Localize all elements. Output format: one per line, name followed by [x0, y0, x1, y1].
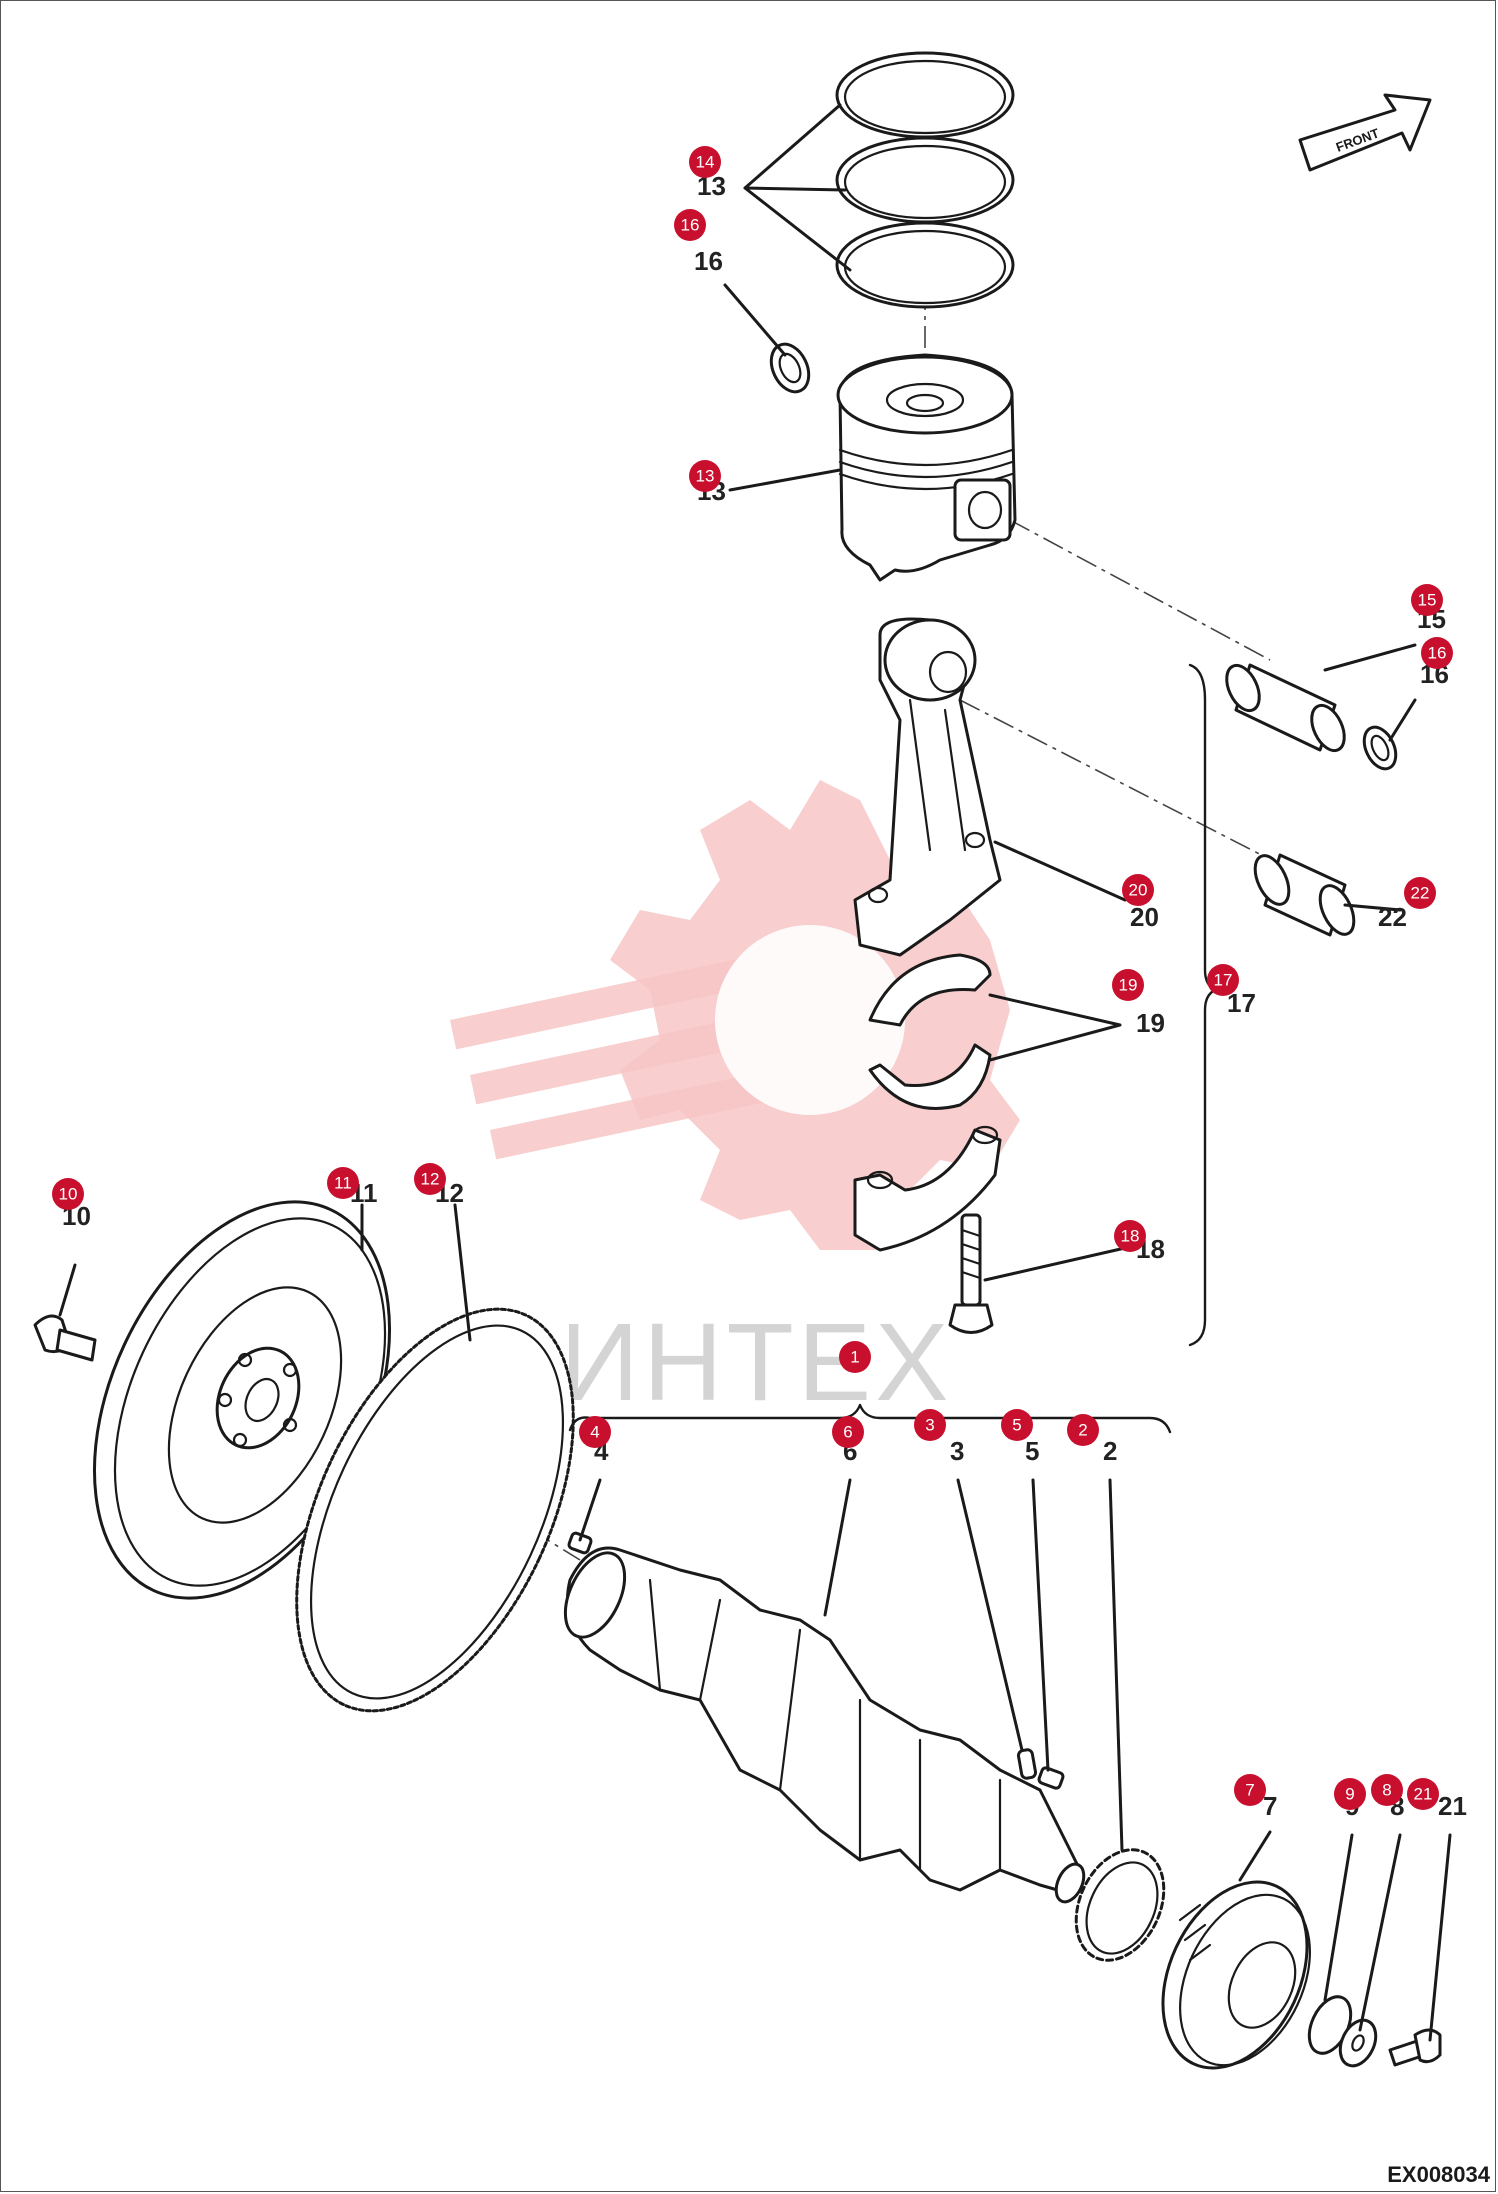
snap-ring-left: [769, 342, 811, 394]
svg-text:15: 15: [1418, 591, 1437, 610]
snap-ring-right: [1362, 725, 1398, 771]
svg-text:13: 13: [696, 467, 715, 486]
callout-bubble-12[interactable]: 12: [414, 1163, 446, 1195]
svg-text:5: 5: [1012, 1416, 1021, 1435]
callout-bubble-19[interactable]: 19: [1112, 969, 1144, 1001]
svg-text:9: 9: [1345, 1785, 1354, 1804]
svg-text:16: 16: [1428, 644, 1447, 663]
callout-bubble-22[interactable]: 22: [1404, 877, 1436, 909]
callout-bubble-13[interactable]: 13: [689, 460, 721, 492]
flywheel-bolt: [33, 1314, 97, 1362]
pulley-bolt: [1388, 2028, 1442, 2067]
callout-bubble-16-right[interactable]: 16: [1421, 637, 1453, 669]
front-arrow: FRONT: [1298, 93, 1432, 172]
part-number-22: 22: [1378, 902, 1407, 932]
connecting-rod-bolt: [948, 1213, 994, 1334]
svg-text:21: 21: [1414, 1785, 1433, 1804]
callout-bubble-6[interactable]: 6: [832, 1416, 864, 1448]
callout-bubble-1[interactable]: 1: [839, 1341, 871, 1373]
part-number-5: 5: [1025, 1436, 1039, 1466]
part-number-2: 2: [1103, 1436, 1117, 1466]
drawing-code: EX008034: [1387, 2162, 1490, 2187]
callout-bubble-7[interactable]: 7: [1234, 1774, 1266, 1806]
svg-text:18: 18: [1121, 1227, 1140, 1246]
piston-ring-middle: [835, 136, 1015, 224]
washer: [1338, 2018, 1378, 2068]
svg-text:20: 20: [1129, 881, 1148, 900]
svg-text:4: 4: [590, 1423, 599, 1442]
brace-conrod-assembly: [1188, 663, 1217, 1347]
svg-text:2: 2: [1078, 1421, 1087, 1440]
piston-pin: [1225, 663, 1346, 753]
connecting-rod-cap: [853, 1125, 1002, 1252]
bearing-shell-upper: [868, 953, 992, 1027]
callout-bubble-20[interactable]: 20: [1122, 874, 1154, 906]
svg-text:19: 19: [1119, 976, 1138, 995]
connecting-rod: [853, 617, 1002, 957]
callout-bubble-4[interactable]: 4: [579, 1416, 611, 1448]
svg-text:14: 14: [696, 153, 715, 172]
watermark-hole: [715, 925, 905, 1115]
piston-ring-oil: [835, 221, 1015, 309]
watermark-bar-3: [489, 1063, 810, 1160]
part-number-19: 19: [1136, 1008, 1165, 1038]
callout-bubble-5[interactable]: 5: [1001, 1409, 1033, 1441]
part-number-16-left: 16: [694, 246, 723, 276]
callout-bubble-2[interactable]: 2: [1067, 1414, 1099, 1446]
svg-text:1: 1: [850, 1348, 859, 1367]
crankshaft-gear: [1074, 1848, 1166, 1962]
piston-ring-top: [835, 51, 1015, 139]
svg-text:12: 12: [421, 1170, 440, 1189]
piston: [836, 353, 1017, 582]
crankshaft: [563, 1546, 1086, 1904]
part-number-20: 20: [1130, 902, 1159, 932]
svg-text:8: 8: [1382, 1781, 1391, 1800]
svg-text:6: 6: [843, 1423, 852, 1442]
leader-lines: [58, 103, 1452, 2042]
svg-text:10: 10: [59, 1185, 78, 1204]
svg-text:16: 16: [681, 216, 700, 235]
part-number-7: 7: [1263, 1791, 1277, 1821]
callout-bubble-11[interactable]: 11: [327, 1167, 359, 1199]
callout-bubble-8[interactable]: 8: [1371, 1774, 1403, 1806]
small-end-bushing: [1253, 853, 1356, 937]
watermark-text: ИНТЕХ: [560, 1301, 952, 1424]
piston-rings: [835, 51, 1015, 309]
crankshaft-key-3: [1016, 1748, 1038, 1780]
bearing-shell-lower: [868, 1043, 992, 1110]
part-number-3: 3: [950, 1436, 964, 1466]
brace-crankshaft-assembly: [568, 1403, 1172, 1434]
svg-text:7: 7: [1245, 1781, 1254, 1800]
svg-text:3: 3: [925, 1416, 934, 1435]
callout-bubble-15[interactable]: 15: [1411, 584, 1443, 616]
callout-bubble-14[interactable]: 14: [689, 146, 721, 178]
callout-bubble-16-left[interactable]: 16: [674, 209, 706, 241]
callout-bubble-17[interactable]: 17: [1207, 964, 1239, 996]
part-number-21: 21: [1438, 1791, 1467, 1821]
svg-text:17: 17: [1214, 971, 1233, 990]
callout-bubble-18[interactable]: 18: [1114, 1220, 1146, 1252]
watermark-bar-1: [450, 945, 809, 1050]
front-arrow-icon: [1298, 93, 1432, 172]
svg-text:22: 22: [1411, 884, 1430, 903]
ring-gear: [295, 1307, 575, 1713]
svg-text:11: 11: [334, 1174, 352, 1193]
crankshaft-pulley: [1161, 1880, 1311, 2070]
callout-bubbles: 1 2 3 4 5 6 7 8 9 10 11 12 13 14 15 16 1…: [52, 146, 1453, 1810]
callout-bubble-10[interactable]: 10: [52, 1178, 84, 1210]
crankshaft-key-5: [1037, 1766, 1065, 1790]
callout-bubble-9[interactable]: 9: [1334, 1778, 1366, 1810]
callout-bubble-21[interactable]: 21: [1407, 1778, 1439, 1810]
bearing-shells: [868, 953, 992, 1110]
callout-bubble-3[interactable]: 3: [914, 1409, 946, 1441]
